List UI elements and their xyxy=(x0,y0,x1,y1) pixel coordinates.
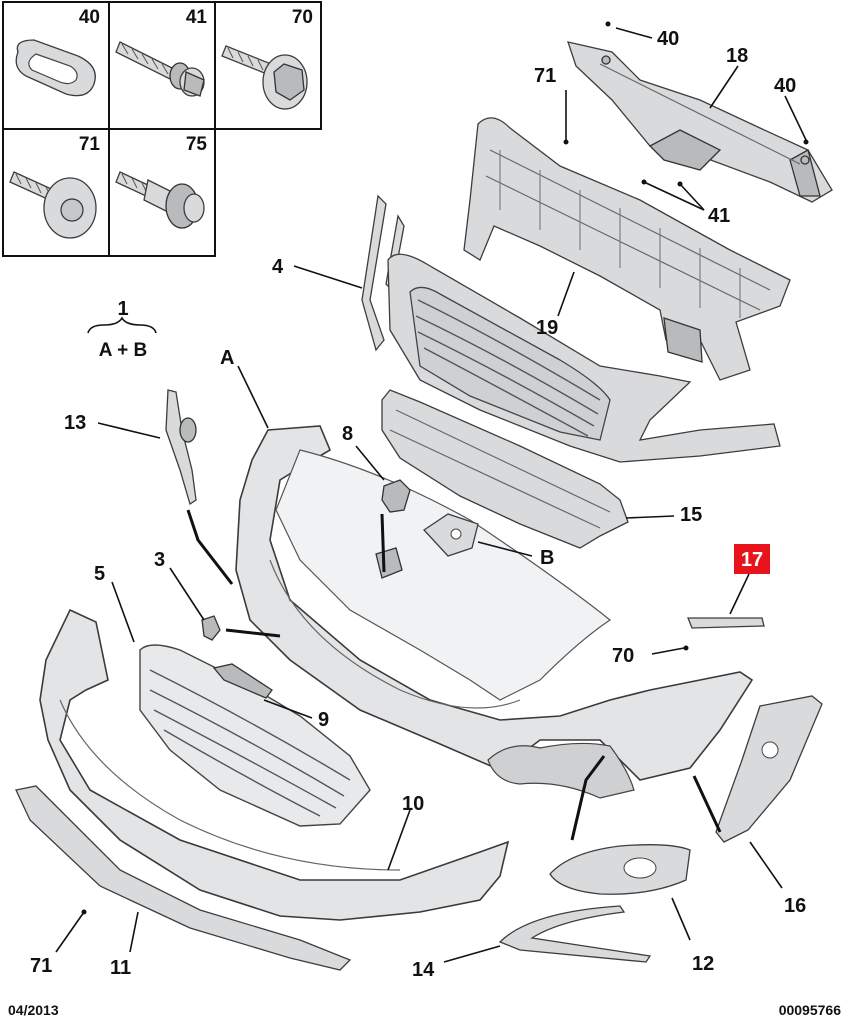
label-4: 4 xyxy=(272,256,284,278)
label-13: 13 xyxy=(64,412,86,434)
assembly-brace xyxy=(87,316,157,334)
assembly-composition: A + B xyxy=(99,340,147,361)
cell-number-40: 40 xyxy=(79,7,100,28)
bracket-part-B xyxy=(423,513,479,557)
clip-part-3 xyxy=(201,615,221,641)
label-B: B xyxy=(540,547,554,569)
trim-strip-part-17 xyxy=(687,617,765,629)
lower-grille-part-10 xyxy=(139,644,371,827)
highlight-label-17: 17 xyxy=(734,544,770,574)
label-18: 18 xyxy=(726,45,748,67)
lower-lip-part-11 xyxy=(15,785,352,971)
label-11: 11 xyxy=(110,957,131,979)
clip-nut-icon xyxy=(15,39,96,97)
label-8: 8 xyxy=(342,423,353,445)
label-40-right: 40 xyxy=(774,75,796,97)
label-19: 19 xyxy=(536,317,558,339)
washer-screw-icon xyxy=(9,171,97,239)
grille-part-4 xyxy=(361,194,781,463)
flange-bolt-icon xyxy=(115,41,205,97)
assembly-number: 1 xyxy=(117,298,128,320)
fastener-table: 40 41 70 71 75 xyxy=(2,1,322,257)
assembly-callout: 1 A + B xyxy=(87,298,157,361)
stiffener-part-15 xyxy=(381,389,629,549)
label-9: 9 xyxy=(318,709,329,731)
label-5: 5 xyxy=(94,563,105,585)
cell-number-71: 71 xyxy=(79,134,101,155)
label-71-top: 71 xyxy=(534,65,556,87)
cell-number-41: 41 xyxy=(186,7,208,28)
upper-beam-part-18 xyxy=(567,41,833,203)
leader-lines xyxy=(55,21,809,963)
label-10: 10 xyxy=(402,793,424,815)
bumper-cover-part-A xyxy=(235,425,754,799)
highlight-box xyxy=(734,544,770,574)
label-17: 17 xyxy=(741,549,763,571)
label-16: 16 xyxy=(784,895,806,917)
absorber-part-19 xyxy=(463,117,791,381)
label-14: 14 xyxy=(412,959,435,981)
cell-number-70: 70 xyxy=(292,7,313,28)
fog-trim-part-14 xyxy=(498,905,652,963)
shoulder-screw-icon xyxy=(115,171,205,229)
label-15: 15 xyxy=(680,504,702,526)
footer-date: 04/2013 xyxy=(8,1002,59,1018)
lower-bumper-part-5 xyxy=(39,608,510,921)
clip-part-8 xyxy=(381,479,411,513)
label-40-top: 40 xyxy=(657,28,679,50)
cell-number-75: 75 xyxy=(186,134,208,155)
trim-part-9 xyxy=(212,663,273,699)
label-41: 41 xyxy=(708,205,730,227)
label-12: 12 xyxy=(692,953,714,975)
label-70: 70 xyxy=(612,645,634,667)
label-3: 3 xyxy=(154,549,165,571)
label-71-bottom: 71 xyxy=(30,955,52,977)
side-bracket-part-13 xyxy=(165,389,197,506)
side-bracket-part-16 xyxy=(715,695,823,843)
washer-bolt-icon xyxy=(221,45,308,110)
fog-bezel-part-12 xyxy=(549,844,691,895)
footer-code: 00095766 xyxy=(778,1002,841,1018)
label-A: A xyxy=(220,347,234,369)
part-labels: 40 18 40 71 41 4 19 13 A 8 15 B 17 5 3 7… xyxy=(30,28,806,981)
